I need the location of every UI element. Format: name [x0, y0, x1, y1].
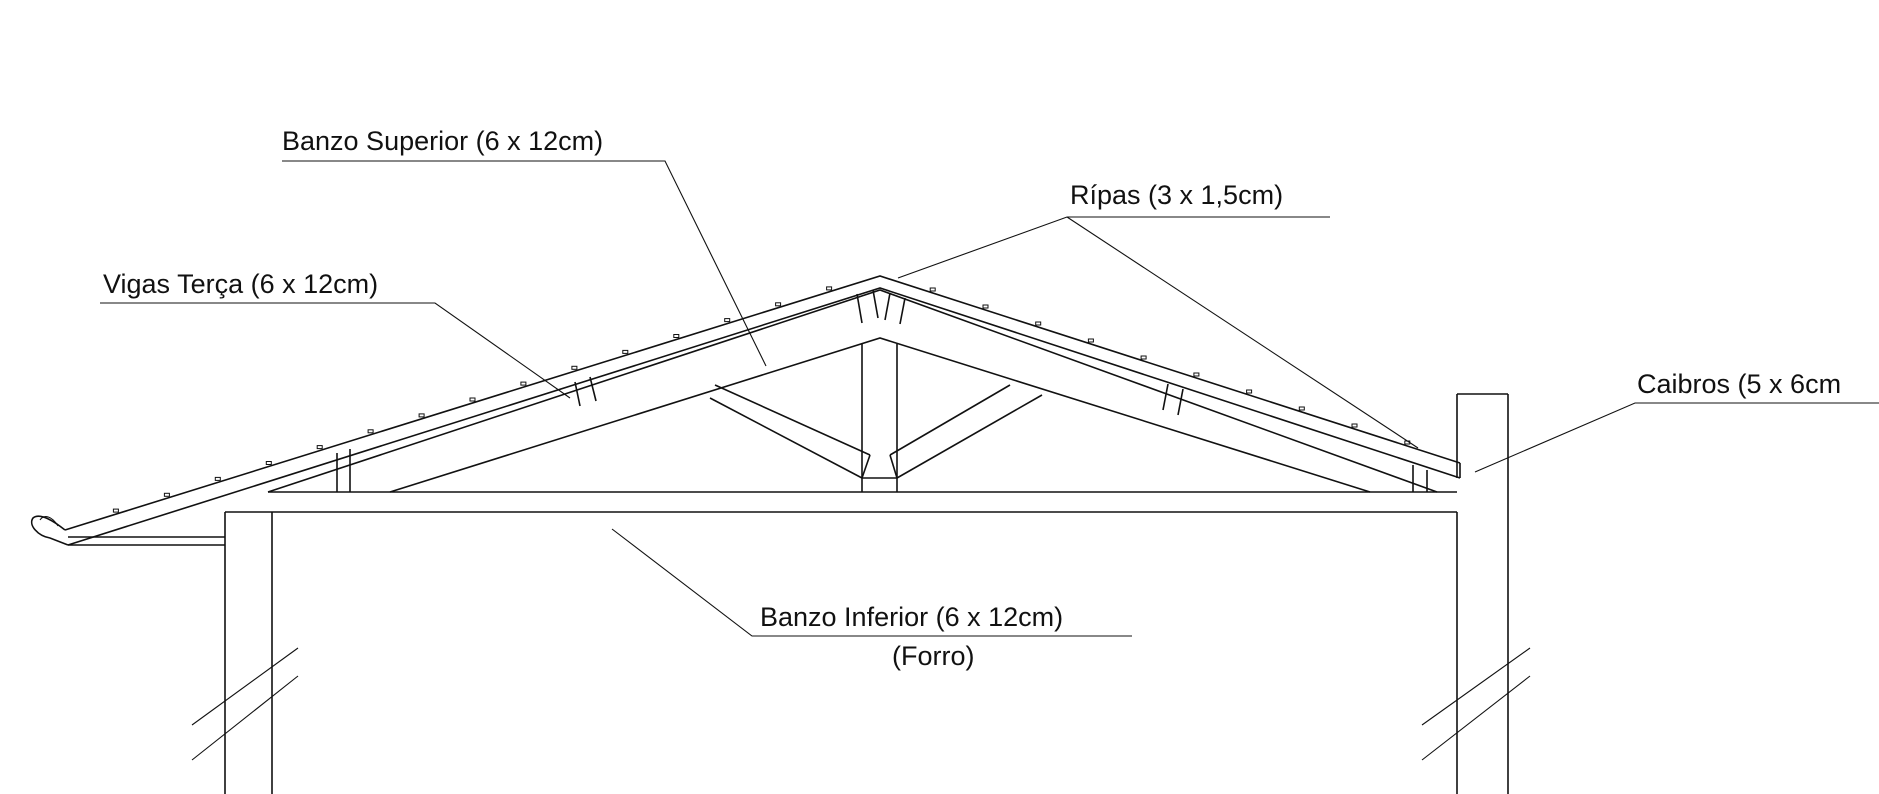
batten-marker [1351, 423, 1358, 428]
batten-marker [520, 381, 527, 386]
batten-marker [265, 461, 272, 465]
struts [709, 384, 1043, 479]
batten-marker [929, 287, 936, 292]
king-post [861, 344, 898, 492]
batten-marker [775, 302, 782, 307]
label-forro: (Forro) [892, 641, 975, 671]
batten-marker [1087, 338, 1094, 343]
batten-marker [1193, 372, 1200, 377]
batten-marker [214, 476, 221, 481]
batten-marker [1140, 355, 1147, 360]
batten-marker [673, 334, 680, 338]
label-vigas-terca: Vigas Terça (6 x 12cm) [103, 269, 378, 299]
batten-marker [367, 429, 374, 434]
tie-blocks [336, 449, 351, 492]
label-ripas: Rípas (3 x 1,5cm) [1070, 180, 1283, 210]
batten-marker [724, 318, 731, 323]
label-banzo-superior: Banzo Superior (6 x 12cm) [282, 126, 603, 156]
gutter [31, 515, 69, 546]
right-wall [1421, 393, 1531, 794]
leader-lines [100, 160, 1879, 637]
batten-marker [112, 508, 119, 513]
batten-marker [1298, 406, 1305, 411]
batten-marker [982, 304, 989, 309]
label-caibros: Caibros (5 x 6cm [1637, 369, 1841, 399]
batten-marker [1246, 389, 1253, 394]
batten-marker [469, 397, 476, 402]
battens-ripas [112, 286, 1411, 513]
batten-marker [316, 445, 323, 450]
batten-marker [571, 365, 578, 370]
batten-marker [826, 286, 833, 291]
batten-marker [418, 413, 425, 418]
top-chord-banzo-superior [267, 289, 1438, 493]
batten-marker [622, 349, 629, 354]
label-banzo-inferior: Banzo Inferior (6 x 12cm) [760, 602, 1063, 632]
batten-marker [1035, 321, 1042, 326]
roof-covering [64, 275, 1461, 546]
left-wall [191, 512, 299, 794]
purlins-vigas-terca [574, 289, 1428, 492]
batten-marker [163, 492, 170, 497]
